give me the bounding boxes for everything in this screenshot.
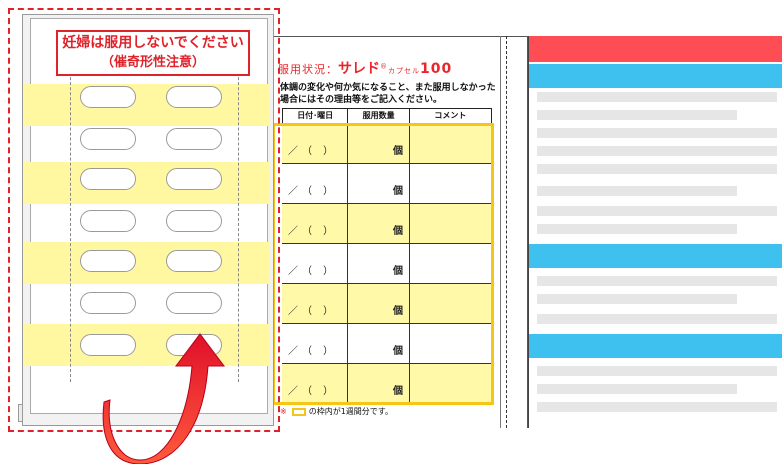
date-placeholder: ／（ ） bbox=[288, 346, 338, 357]
guide-section-bar bbox=[529, 244, 782, 268]
sheet-fold bbox=[500, 36, 506, 428]
date-placeholder: ／（ ） bbox=[288, 306, 338, 317]
dose-cell[interactable]: 個 bbox=[348, 204, 410, 243]
text-placeholder bbox=[537, 110, 737, 120]
capsule-blister[interactable] bbox=[166, 168, 222, 190]
capsule-blister[interactable] bbox=[166, 292, 222, 314]
dose-unit: 個 bbox=[393, 266, 403, 277]
warning-line-1: 妊婦は服用しないでください bbox=[62, 35, 244, 51]
card-outline-dashed bbox=[8, 8, 280, 432]
highlight-stripe bbox=[24, 162, 270, 204]
date-cell[interactable]: ／（ ） bbox=[282, 124, 348, 163]
pregnancy-warning-box: 妊婦は服用しないでください （催奇形性注意） bbox=[56, 30, 250, 76]
capsule-blister[interactable] bbox=[166, 210, 222, 232]
instruction-text: 体調の変化や何か気になること、また服用しなかった場合にはその理由等をご記入くださ… bbox=[280, 83, 496, 105]
table-row: ／（ ） 個 bbox=[282, 284, 492, 324]
text-placeholder bbox=[537, 366, 777, 376]
fold-line bbox=[506, 36, 507, 428]
table-row: ／（ ） 個 bbox=[282, 324, 492, 364]
column-header-comment: コメント bbox=[434, 111, 467, 120]
date-cell[interactable]: ／（ ） bbox=[282, 364, 348, 403]
note-text: の枠内が1週間分です。 bbox=[308, 407, 393, 416]
text-placeholder bbox=[537, 276, 777, 286]
date-cell[interactable]: ／（ ） bbox=[282, 204, 348, 243]
product-name: サレド bbox=[338, 61, 380, 77]
dose-unit: 個 bbox=[393, 186, 403, 197]
date-cell[interactable]: ／（ ） bbox=[282, 284, 348, 323]
text-placeholder bbox=[537, 402, 777, 412]
capsule-blister[interactable] bbox=[166, 128, 222, 150]
capsule-blister[interactable] bbox=[80, 168, 136, 190]
dose-cell[interactable]: 個 bbox=[348, 324, 410, 363]
text-placeholder bbox=[537, 128, 777, 138]
text-placeholder bbox=[537, 92, 777, 102]
warning-line-2: （催奇形性注意） bbox=[100, 55, 205, 70]
capsule-blister[interactable] bbox=[80, 250, 136, 272]
date-placeholder: ／（ ） bbox=[288, 266, 338, 277]
dose-cell[interactable]: 個 bbox=[348, 124, 410, 163]
registered-mark: ® bbox=[380, 62, 388, 71]
dose-cell[interactable]: 個 bbox=[348, 284, 410, 323]
status-title: 服用状況：サレド®カプセル100 bbox=[278, 58, 452, 78]
date-cell[interactable]: ／（ ） bbox=[282, 324, 348, 363]
highlight-stripe bbox=[24, 242, 270, 284]
record-table: ／（ ） 個 ／（ ） 個 ／（ ） 個 ／（ ） 個 ／（ ） 個 ／（ ） … bbox=[282, 124, 492, 404]
dose-cell[interactable]: 個 bbox=[348, 364, 410, 403]
dose-unit: 個 bbox=[393, 386, 403, 397]
dose-cell[interactable]: 個 bbox=[348, 244, 410, 283]
date-placeholder: ／（ ） bbox=[288, 226, 338, 237]
dosage-form: カプセル bbox=[388, 67, 420, 75]
table-row: ／（ ） 個 bbox=[282, 164, 492, 204]
perforation-line bbox=[238, 52, 239, 382]
guide-section-bar bbox=[529, 334, 782, 358]
table-row: ／（ ） 個 bbox=[282, 124, 492, 164]
note-mark: ※ bbox=[280, 407, 287, 416]
date-placeholder: ／（ ） bbox=[288, 186, 338, 197]
dose-unit: 個 bbox=[393, 306, 403, 317]
guide-section-bar bbox=[529, 64, 782, 88]
weekly-note: ※ の枠内が1週間分です。 bbox=[280, 406, 393, 417]
capsule-blister[interactable] bbox=[80, 86, 136, 108]
dose-cell[interactable]: 個 bbox=[348, 164, 410, 203]
text-placeholder bbox=[537, 164, 777, 174]
dose-unit: 個 bbox=[393, 346, 403, 357]
date-cell[interactable]: ／（ ） bbox=[282, 244, 348, 283]
text-placeholder bbox=[537, 146, 777, 156]
capsule-blister[interactable] bbox=[80, 128, 136, 150]
text-placeholder bbox=[537, 206, 777, 216]
text-placeholder bbox=[537, 314, 777, 324]
date-placeholder: ／（ ） bbox=[288, 146, 338, 157]
column-header-date: 日付･曜日 bbox=[283, 109, 349, 123]
table-row: ／（ ） 個 bbox=[282, 244, 492, 284]
perforation-line bbox=[70, 52, 71, 382]
capsule-blister[interactable] bbox=[166, 86, 222, 108]
dose-unit: 個 bbox=[393, 226, 403, 237]
weekly-frame bbox=[272, 123, 494, 405]
dose-unit: 個 bbox=[393, 146, 403, 157]
capsule-blister[interactable] bbox=[80, 334, 136, 356]
capsule-blister[interactable] bbox=[166, 250, 222, 272]
frame-legend-swatch bbox=[291, 407, 306, 416]
status-prefix: 服用状況： bbox=[278, 63, 338, 76]
text-placeholder bbox=[537, 294, 737, 304]
table-row: ／（ ） 個 bbox=[282, 204, 492, 244]
text-placeholder bbox=[537, 384, 737, 394]
text-placeholder bbox=[537, 186, 737, 196]
capsule-blister[interactable] bbox=[80, 292, 136, 314]
guide-header-bar bbox=[529, 36, 782, 62]
column-header-dose: 服用数量 bbox=[348, 109, 410, 123]
date-placeholder: ／（ ） bbox=[288, 386, 338, 397]
highlight-stripe bbox=[24, 84, 270, 126]
product-strength: 100 bbox=[420, 61, 453, 77]
highlight-stripe bbox=[24, 324, 270, 366]
text-placeholder bbox=[537, 224, 737, 234]
flip-arrow-icon bbox=[96, 332, 236, 464]
guide-sheet bbox=[528, 36, 782, 428]
capsule-blister[interactable] bbox=[80, 210, 136, 232]
date-cell[interactable]: ／（ ） bbox=[282, 164, 348, 203]
record-table-header: 日付･曜日 服用数量 コメント bbox=[282, 108, 492, 124]
